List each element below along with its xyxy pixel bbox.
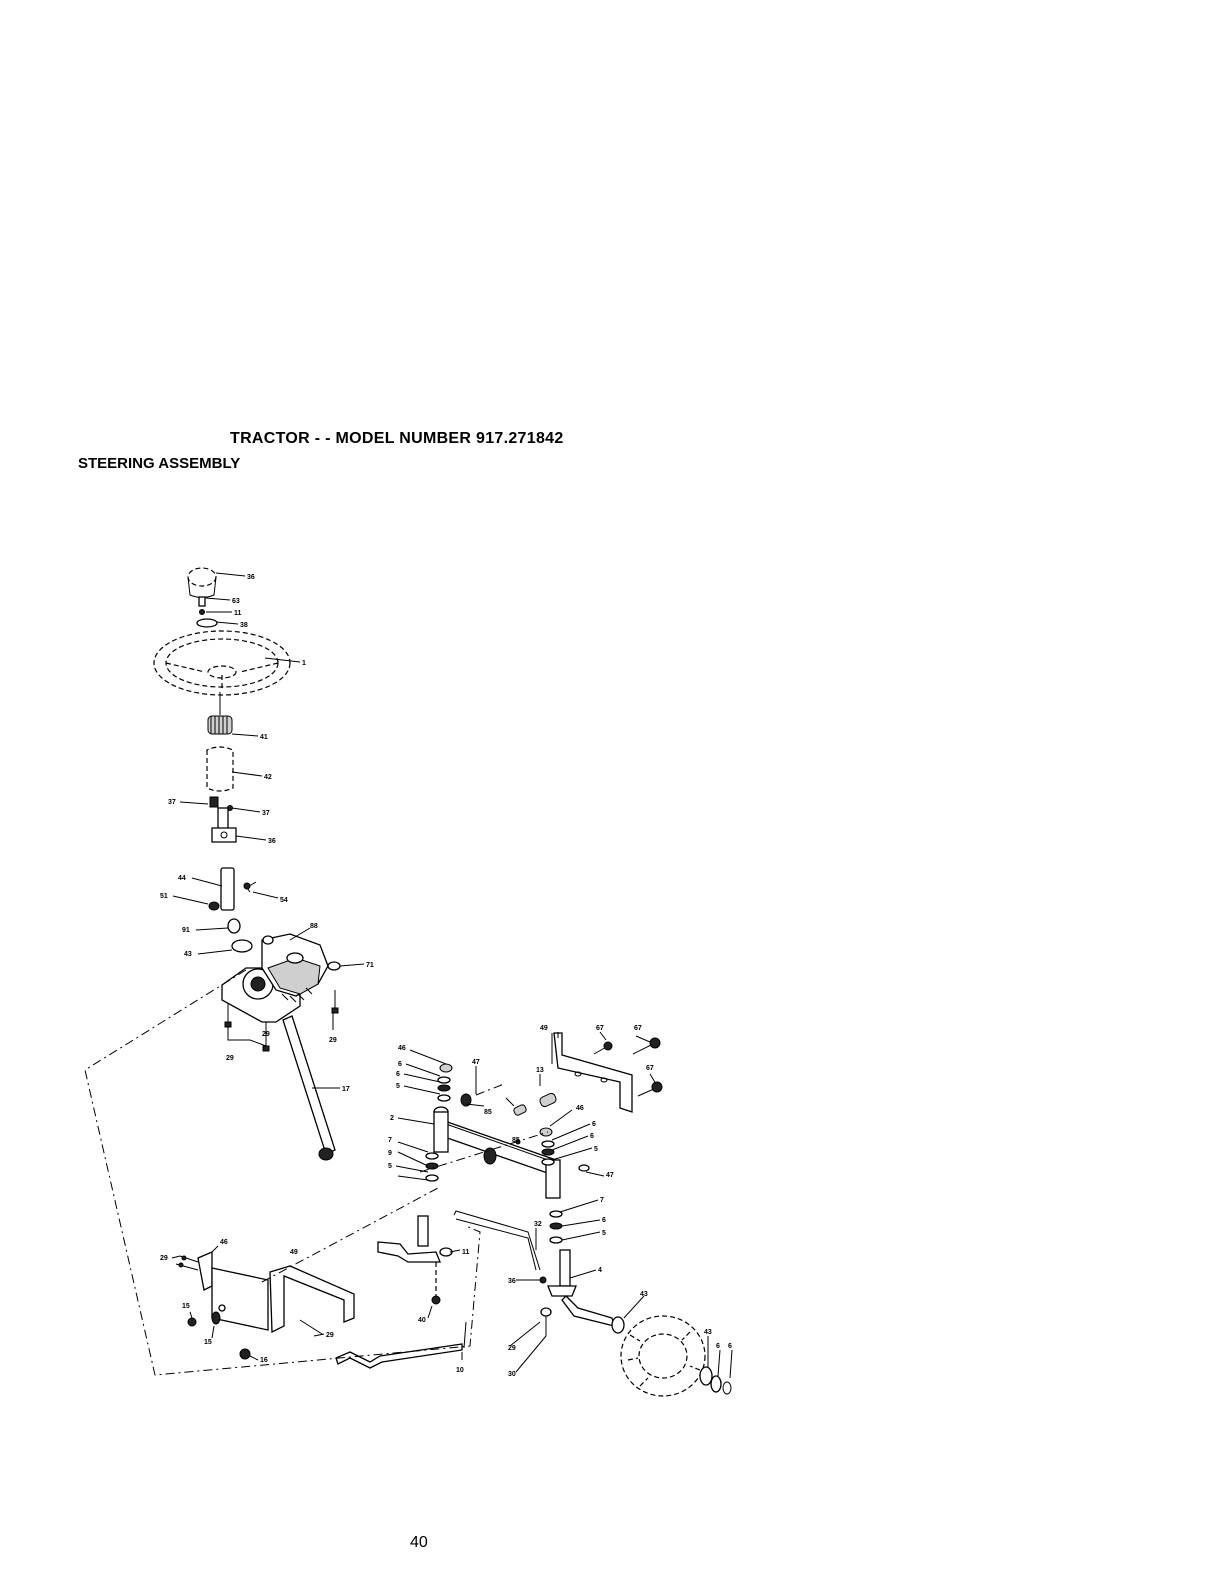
page-number: 40 <box>410 1534 428 1551</box>
callout-label: 43 <box>704 1329 712 1336</box>
shaft-bushing <box>227 918 241 934</box>
steering-bellows <box>206 746 234 792</box>
callout-label: 1 <box>302 660 306 667</box>
callout-label: 29 <box>508 1345 516 1352</box>
callout-label: 11 <box>462 1249 470 1256</box>
callout-label: 5 <box>602 1230 606 1237</box>
drag-link-rod <box>335 1321 467 1369</box>
callout-label: 54 <box>280 897 288 904</box>
front-axle <box>433 1093 561 1199</box>
assembly-centerline <box>84 969 549 1376</box>
steering-wheel <box>153 630 291 696</box>
callout-label: 44 <box>178 875 186 882</box>
left-spindle <box>377 1215 453 1305</box>
callout-label: 46 <box>576 1105 584 1112</box>
callout-label: 5 <box>388 1163 392 1170</box>
callout-label: 5 <box>594 1146 598 1153</box>
steering-gearbox <box>221 933 341 1023</box>
callout-label: 49 <box>540 1025 548 1032</box>
callout-label: 16 <box>260 1357 268 1364</box>
section-title: STEERING ASSEMBLY <box>78 455 241 472</box>
drag-link <box>282 1015 336 1161</box>
column-washer <box>231 939 253 953</box>
callout-label: 36 <box>247 574 255 581</box>
callout-label: 67 <box>634 1025 642 1032</box>
callout-label: 67 <box>596 1025 604 1032</box>
callout-label: 40 <box>418 1317 426 1324</box>
pitman-bracket <box>175 1251 355 1360</box>
front-wheel <box>611 1315 732 1397</box>
washer-stack-left <box>425 1063 453 1182</box>
gearbox-bolts <box>224 990 339 1052</box>
callout-label: 43 <box>184 951 192 958</box>
callout-label: 4 <box>598 1267 602 1274</box>
callout-label: 6 <box>602 1217 606 1224</box>
callout-label: 9 <box>388 1150 392 1157</box>
callout-label: 46 <box>398 1045 406 1052</box>
callout-label: 41 <box>260 734 268 741</box>
callout-label: 6 <box>592 1121 596 1128</box>
callout-label: 67 <box>646 1065 654 1072</box>
callout-label: 6 <box>398 1061 402 1068</box>
steering-cap <box>187 567 217 598</box>
callout-label: 71 <box>366 962 374 969</box>
steering-shaft-upper <box>209 796 237 843</box>
callout-label: 13 <box>536 1067 544 1074</box>
tie-rod <box>453 1210 541 1271</box>
callout-label: 47 <box>472 1059 480 1066</box>
callout-label: 6 <box>590 1133 594 1140</box>
callout-label: 47 <box>606 1172 614 1179</box>
callout-label: 36 <box>508 1278 516 1285</box>
front-bracket <box>551 1032 633 1113</box>
steering-adapter <box>207 692 233 735</box>
callout-label: 32 <box>534 1221 542 1228</box>
callout-label: 46 <box>220 1239 228 1246</box>
callout-label: 5 <box>396 1083 400 1090</box>
steering-washer <box>196 618 218 628</box>
callout-label: 7 <box>600 1197 604 1204</box>
callout-label: 91 <box>182 927 190 934</box>
callout-label: 29 <box>262 1031 270 1038</box>
callout-label: 15 <box>204 1339 212 1346</box>
callout-label: 10 <box>456 1367 464 1374</box>
callout-label: 2 <box>390 1115 394 1122</box>
callout-label: 51 <box>160 893 168 900</box>
right-spindle <box>539 1249 615 1336</box>
callout-label: 43 <box>640 1291 648 1298</box>
callout-label: 30 <box>508 1371 516 1378</box>
steering-shaft-lower <box>208 867 257 911</box>
callout-label: 29 <box>226 1055 234 1062</box>
axle-spacer <box>513 1092 557 1116</box>
callout-label: 42 <box>264 774 272 781</box>
callout-label: 7 <box>388 1137 392 1144</box>
page-title: TRACTOR - - MODEL NUMBER 917.271842 <box>230 430 564 447</box>
callout-label: 37 <box>168 799 176 806</box>
steering-bolt <box>198 596 206 615</box>
callout-label: 49 <box>290 1249 298 1256</box>
callout-label: 11 <box>234 610 242 617</box>
callout-label: 85 <box>512 1137 520 1144</box>
callout-label: 6 <box>396 1071 400 1078</box>
callout-label: 17 <box>342 1086 350 1093</box>
callout-label: 29 <box>329 1037 337 1044</box>
callout-label: 37 <box>262 810 270 817</box>
callout-label: 15 <box>182 1303 190 1310</box>
callout-label: 63 <box>232 598 240 605</box>
callout-label: 36 <box>268 838 276 845</box>
leader-lines <box>171 572 733 1379</box>
callout-label: 29 <box>160 1255 168 1262</box>
callout-label: 6 <box>716 1343 720 1350</box>
callout-label: 88 <box>310 923 318 930</box>
callout-label: 6 <box>728 1343 732 1350</box>
callout-label: 85 <box>484 1109 492 1116</box>
callout-numbers: 36 63 11 38 1 41 42 37 37 36 44 54 51 91… <box>160 574 732 1378</box>
bracket-bolts <box>593 1037 663 1097</box>
callout-label: 29 <box>326 1332 334 1339</box>
callout-label: 38 <box>240 622 248 629</box>
washer-stack-right <box>539 1127 590 1244</box>
